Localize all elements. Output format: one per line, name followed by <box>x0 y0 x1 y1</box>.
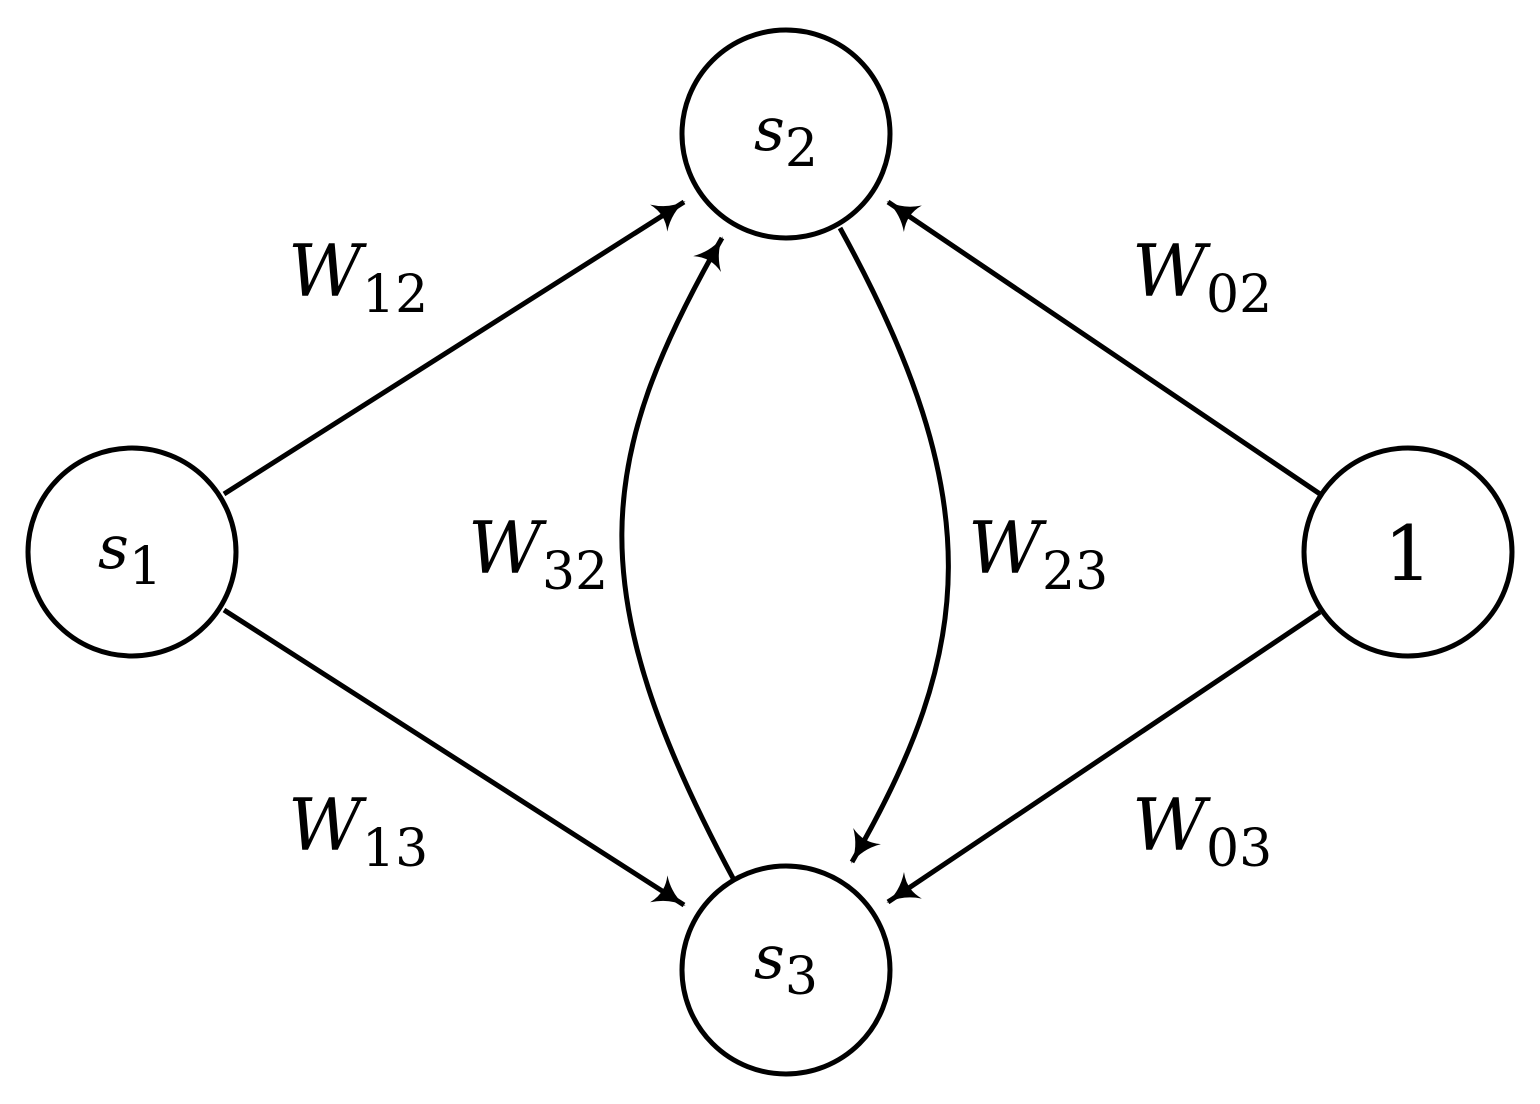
edge-w02 <box>886 199 1322 497</box>
node-bias-label: 1 <box>1384 509 1432 598</box>
node-s3: s3 <box>679 863 893 1077</box>
edge-w32 <box>619 236 737 882</box>
node-s1: s1 <box>25 445 239 659</box>
node-s2: s2 <box>679 27 893 241</box>
edge-w03 <box>886 609 1322 905</box>
node-s1-label: s1 <box>98 513 162 597</box>
edge-label-w03: W03 <box>1132 783 1272 879</box>
edge-label-w23: W23 <box>968 506 1108 602</box>
node-s2-circle <box>679 27 893 241</box>
edge-w13 <box>222 607 686 908</box>
edge-label-w32: W32 <box>468 506 608 602</box>
node-s2-label: s2 <box>754 95 818 179</box>
edge-w12 <box>222 199 686 497</box>
edge-label-w02: W02 <box>1132 229 1272 325</box>
edge-w23 <box>837 226 951 864</box>
node-bias-circle <box>1301 445 1515 659</box>
edge-label-w13: W13 <box>288 783 428 879</box>
node-s3-label: s3 <box>754 923 818 1007</box>
node-s1-circle <box>25 445 239 659</box>
node-bias: 1 <box>1301 445 1515 659</box>
edge-label-w12: W12 <box>288 229 428 325</box>
node-s3-circle <box>679 863 893 1077</box>
